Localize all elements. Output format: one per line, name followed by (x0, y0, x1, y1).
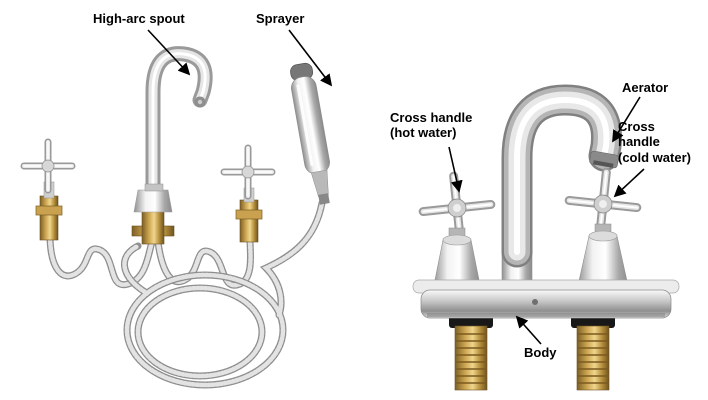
label-high-arc-spout: High-arc spout (93, 11, 185, 26)
cross-handle-left-icon (20, 138, 76, 194)
cross-handle-right-icon (220, 144, 276, 200)
sprayer-hose-coil (120, 199, 326, 389)
cold-handle-assembly (564, 167, 642, 291)
hot-handle-assembly (418, 171, 496, 291)
faucet-body-deck (412, 279, 680, 319)
label-cross-handle-hot: Cross handle (hot water) (390, 110, 473, 141)
supply-shank-left (449, 312, 493, 391)
cold-valve-assembly (220, 144, 276, 243)
aerator-tip (589, 150, 619, 169)
label-cross-handle-cold: Cross handle (cold water) (618, 119, 691, 165)
label-sprayer: Sprayer (256, 11, 305, 26)
centerset-faucet-illustration (412, 84, 680, 391)
gooseneck-spout (501, 84, 622, 268)
widespread-faucet-illustration (20, 46, 330, 389)
hot-valve-assembly (20, 138, 76, 241)
supply-shank-right (571, 312, 615, 391)
high-arc-spout (133, 46, 213, 213)
label-aerator: Aerator (622, 80, 669, 95)
label-body: Body (524, 345, 557, 360)
sprayer-head (290, 62, 330, 205)
braided-hose-left (46, 231, 156, 289)
